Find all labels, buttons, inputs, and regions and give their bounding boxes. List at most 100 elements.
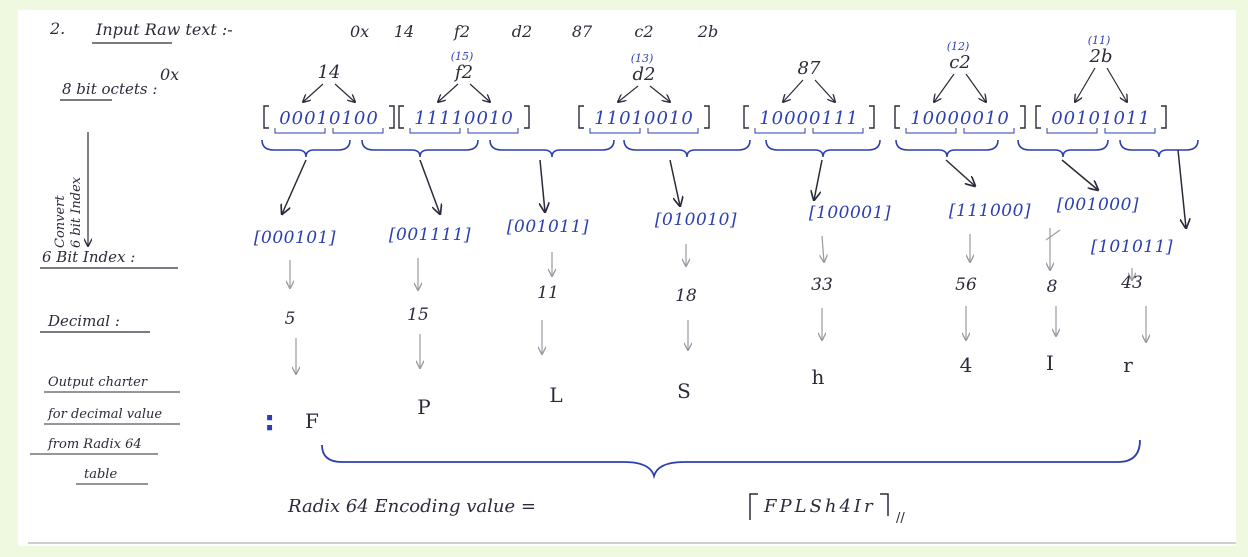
six-bit-index-value: [001011] xyxy=(507,217,589,237)
output-label-line1: Output charter xyxy=(48,375,148,390)
convert-group-arrow xyxy=(419,159,440,214)
output-label-line4: table xyxy=(84,467,117,482)
output-label-line3: from Radix 64 xyxy=(47,437,142,452)
octet-hex: 87 xyxy=(798,58,821,79)
octet-split-arrow xyxy=(618,85,639,102)
output-char: S xyxy=(677,379,691,403)
decimal-value: 33 xyxy=(811,275,833,295)
octet-hex: d2 xyxy=(633,64,656,85)
six-bit-index-side-label: 6 bit Index xyxy=(69,176,84,248)
six-bit-brace xyxy=(489,139,615,158)
header-hex-byte: f2 xyxy=(453,22,470,41)
header-hex-byte: d2 xyxy=(512,22,532,41)
octet-open-bracket xyxy=(263,105,269,129)
six-bit-brace xyxy=(1119,139,1199,158)
six-bit-index-value: [010010] xyxy=(655,210,737,230)
six-bit-brace xyxy=(361,139,479,158)
octet-split-arrow xyxy=(965,73,986,102)
six-bit-brace xyxy=(623,139,751,158)
header-hex-byte: 2b xyxy=(697,22,718,41)
octet-hex-decimal-note: (12) xyxy=(947,40,970,53)
decimal-value: 11 xyxy=(537,283,559,303)
decimal-value: 5 xyxy=(285,309,296,329)
result-close-bracket xyxy=(880,493,889,516)
result-label: Radix 64 Encoding value = xyxy=(287,496,536,517)
convert-group-arrow xyxy=(945,159,975,186)
output-char: r xyxy=(1123,353,1133,377)
octet-split-arrow xyxy=(303,83,324,102)
six-bit-index-row: [000101] [001111] [001011] [010010] [100001]… xyxy=(254,195,1173,257)
six-bit-index-label: 6 Bit Index : xyxy=(42,248,135,266)
octet-open-bracket xyxy=(398,105,404,129)
six-bit-index-value: [001000] xyxy=(1057,195,1139,215)
output-char: P xyxy=(417,395,430,419)
paper-sheet xyxy=(18,10,1236,546)
convert-label: Convert xyxy=(53,195,68,248)
result-brace xyxy=(321,439,1141,480)
nibble-underline xyxy=(409,128,461,134)
nibble-underline xyxy=(812,128,864,134)
convert-group-arrow xyxy=(282,159,307,214)
nibble-underline xyxy=(274,128,326,134)
six-bit-brace xyxy=(1017,139,1109,158)
octet-close-bracket xyxy=(1020,105,1026,129)
octets-label: 8 bit octets : xyxy=(62,80,157,98)
octet-split-arrow xyxy=(334,83,355,102)
octet-split-arrow xyxy=(783,79,804,102)
octet-hex-decimal-note: (13) xyxy=(631,52,654,65)
six-bit-index-value: [101011] xyxy=(1091,237,1173,257)
six-bit-index-value: [001111] xyxy=(389,225,471,245)
six-bit-index-value: [100001] xyxy=(809,203,891,223)
decimal-value: 15 xyxy=(407,305,429,325)
header-hex-byte: c2 xyxy=(634,22,653,41)
octet-open-bracket xyxy=(1035,105,1041,129)
octet-close-bracket xyxy=(869,105,875,129)
octets-row: 1400010100f2(15)11110010d2(13)1101001087… xyxy=(263,34,1167,134)
nibble-underline xyxy=(647,128,699,134)
octet-hex: f2 xyxy=(453,62,473,83)
convert-group-arrow xyxy=(540,159,545,212)
octet-split-arrow xyxy=(469,83,490,102)
decimal-value: 8 xyxy=(1047,277,1058,297)
six-bit-brace xyxy=(765,139,881,158)
nibble-underline xyxy=(467,128,519,134)
octet-split-arrow xyxy=(814,79,835,102)
output-colon: : xyxy=(264,404,275,437)
octet-split-arrow xyxy=(649,85,670,102)
step-number: 2. xyxy=(49,19,65,38)
result-value: FPLSh4Ir xyxy=(763,496,876,517)
six-bit-grouping-braces xyxy=(261,139,1199,158)
octet-open-bracket xyxy=(743,105,749,129)
convert-group-arrow xyxy=(1061,159,1098,190)
output-label-line2: for decimal value xyxy=(47,407,162,422)
octet-binary: 10000111 xyxy=(759,108,859,129)
conversion-arrows xyxy=(282,149,1186,228)
nibble-underline xyxy=(905,128,957,134)
six-bit-index-value: [000101] xyxy=(254,228,336,248)
octet-binary: 11010010 xyxy=(594,108,694,129)
output-char: F xyxy=(305,409,319,433)
output-char: L xyxy=(549,383,562,407)
header-title: Input Raw text :- xyxy=(95,20,233,39)
decimal-value: 18 xyxy=(675,286,697,306)
octet-hex: 2b xyxy=(1089,46,1113,67)
six-bit-brace xyxy=(895,139,999,158)
octet-binary: 11110010 xyxy=(414,108,514,129)
convert-group-arrow xyxy=(814,159,823,200)
octet-binary: 00010100 xyxy=(279,108,379,129)
octet-hex-decimal-note: (11) xyxy=(1088,34,1111,47)
index-connector xyxy=(1045,229,1061,241)
header-hex-byte: 87 xyxy=(572,22,593,41)
octet-close-bracket xyxy=(389,105,395,129)
octet-split-arrow xyxy=(1106,67,1127,102)
decimal-value: 56 xyxy=(955,275,977,295)
six-bit-index-value: [111000] xyxy=(949,201,1031,221)
result-open-bracket xyxy=(749,493,758,520)
output-char: h xyxy=(812,365,825,389)
octet-open-bracket xyxy=(578,105,584,129)
octet-close-bracket xyxy=(1161,105,1167,129)
